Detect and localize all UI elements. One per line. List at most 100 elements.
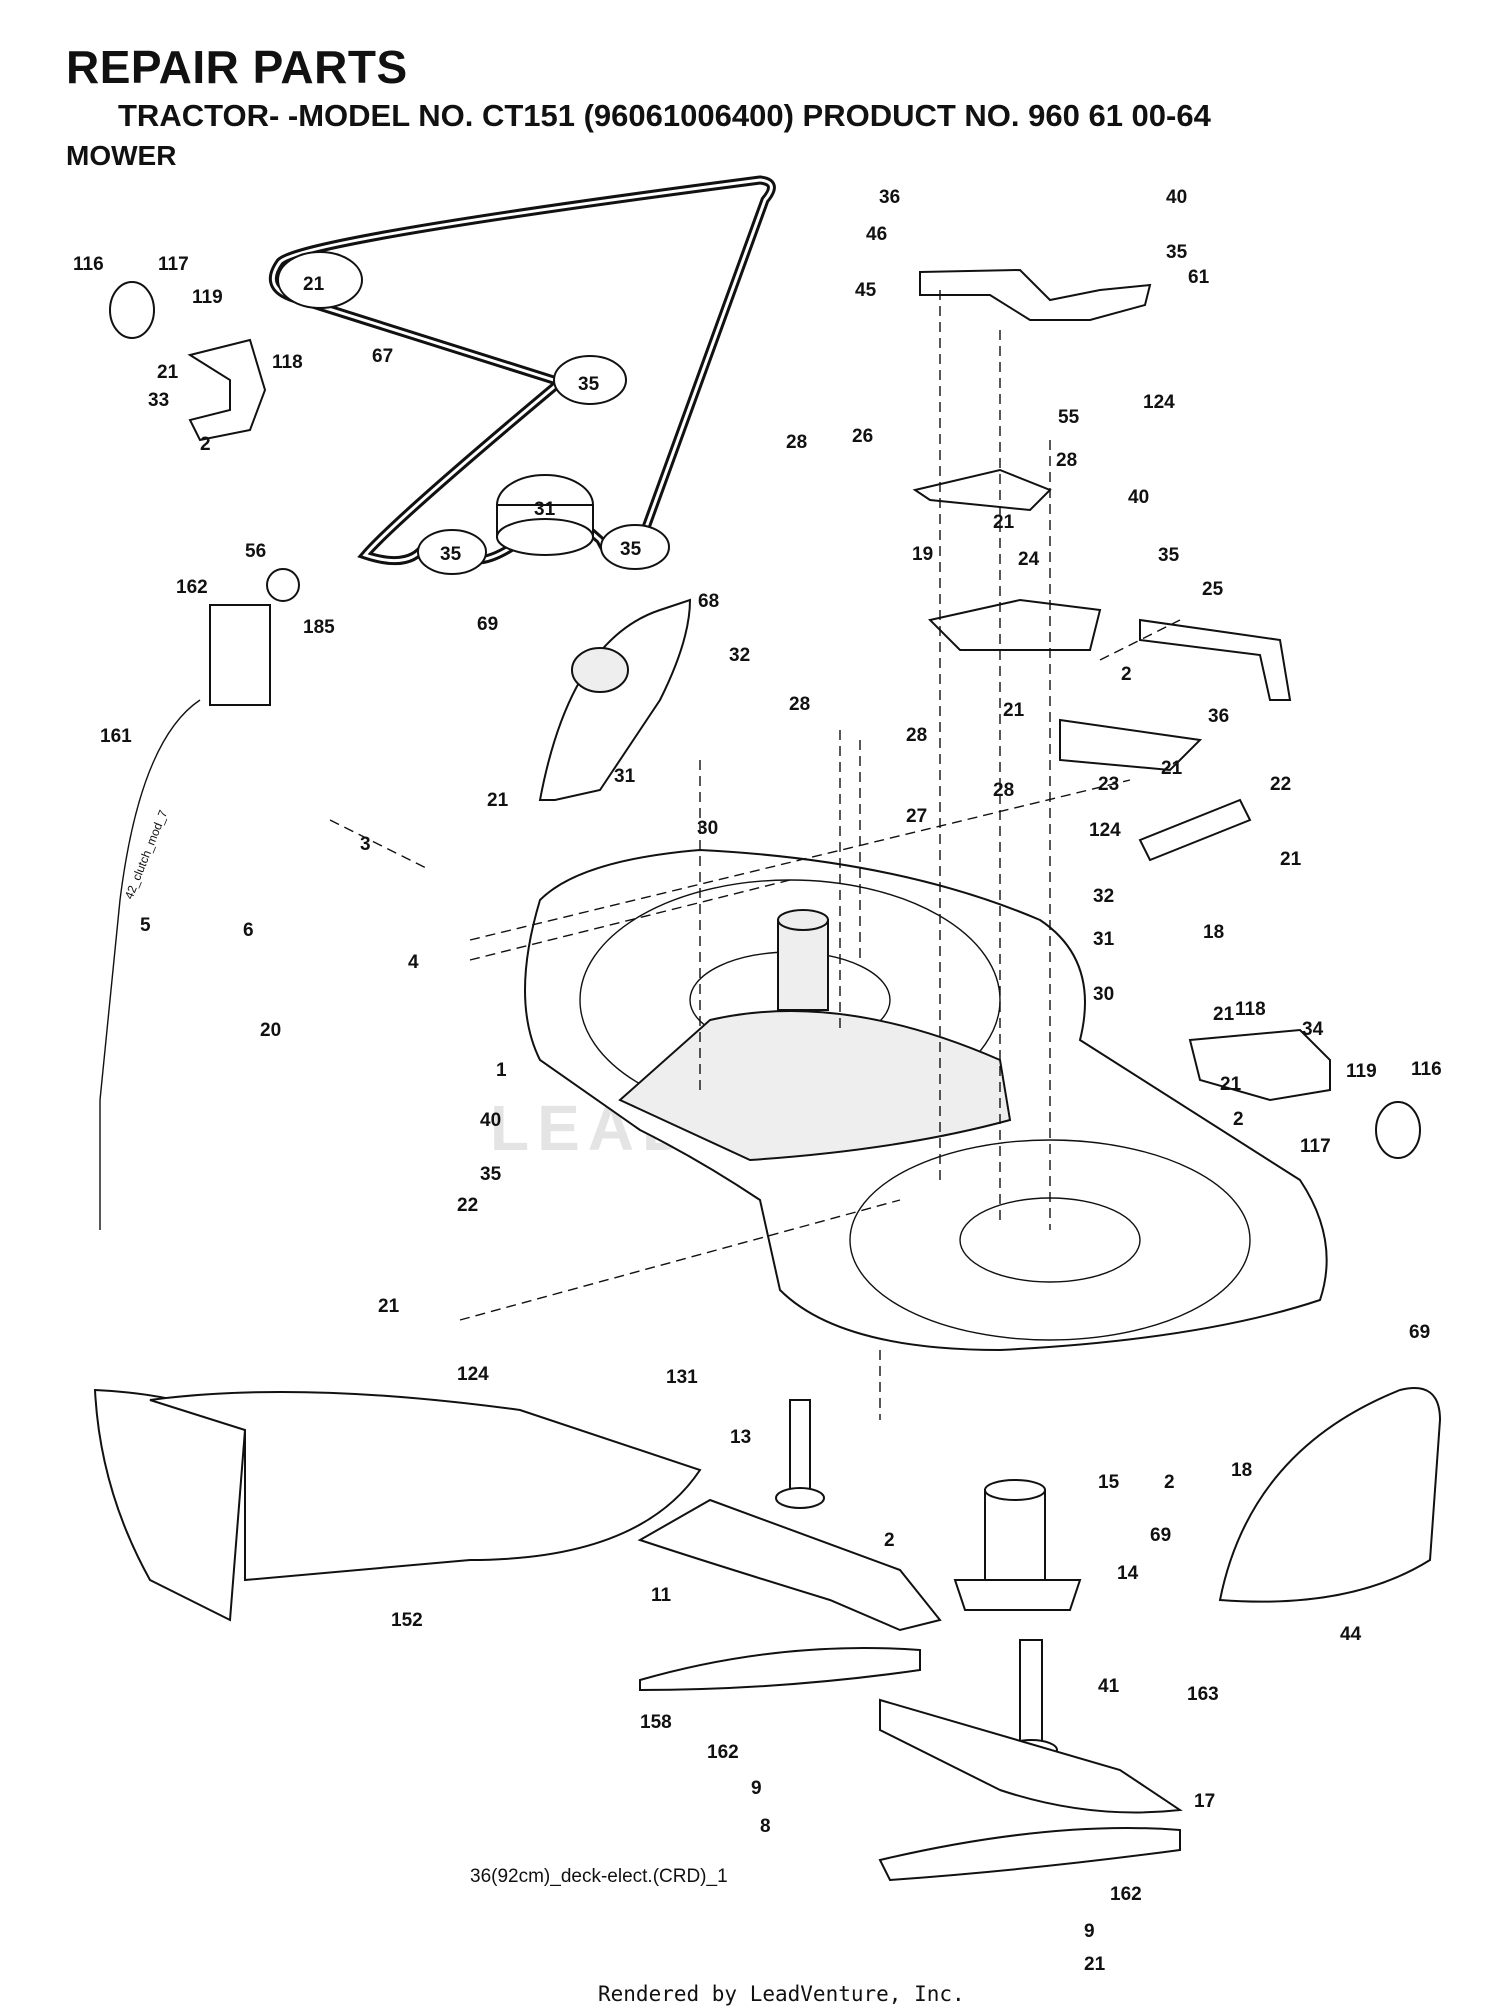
callout-2-e: 2 (884, 1530, 895, 1551)
callout-119-right: 119 (1346, 1061, 1377, 1082)
callout-61: 55 (1058, 407, 1080, 428)
callout-13: 13 (730, 1427, 751, 1448)
callout-9-a: 9 (751, 1778, 762, 1799)
assembly-lines (329, 290, 1181, 1420)
left-cover-44 (538, 598, 692, 801)
callout-44: 68 (698, 591, 719, 612)
callout-30-e: 28 (993, 780, 1014, 801)
callout-21-a: 21 (157, 362, 179, 383)
callout-45: 44 (1340, 1624, 1362, 1645)
callout-55: 45 (855, 280, 877, 301)
discharge-chute-131 (93, 1388, 702, 1622)
callout-36-c: 35 (480, 1164, 502, 1185)
callout-40-a: 36 (879, 187, 900, 208)
callout-16: 17 (1194, 1791, 1215, 1812)
callout-46-a: 69 (477, 614, 498, 635)
callout-40-b: 36 (1208, 706, 1229, 727)
blade-assembly-right (878, 1639, 1183, 1882)
callout-56: 46 (866, 224, 887, 245)
callout-118-right: 118 (1235, 999, 1266, 1020)
callout-21-c: 21 (993, 512, 1015, 533)
callout-41-a: 40 (1166, 187, 1187, 208)
callout-2-b: 2 (1121, 664, 1132, 685)
cable-label: 42_clutch_mod_7 (122, 808, 171, 901)
callout-124-c: 124 (457, 1364, 489, 1385)
switch-box-185 (209, 604, 271, 706)
callout-28: 27 (906, 806, 927, 827)
callout-21-f: 21 (1280, 849, 1302, 870)
belt-pulleys (277, 251, 670, 575)
callout-162-b: 162 (1110, 1884, 1142, 1905)
callout-21-i: 21 (378, 1296, 400, 1317)
drawing-id: 36(92cm)_deck-elect.(CRD)_1 (470, 1866, 728, 1887)
callout-30-d: 28 (1056, 450, 1077, 471)
callout-2-d: 2 (1164, 1472, 1175, 1493)
callout-32-a: 31 (614, 766, 636, 787)
callout-124-a: 124 (1143, 392, 1175, 413)
callout-36-a: 35 (1166, 242, 1188, 263)
callout-belt-pulley-36c: 35 (620, 539, 642, 560)
ball-67 (266, 568, 300, 602)
callout-33-b: 32 (1093, 886, 1114, 907)
callout-185: 185 (303, 617, 335, 638)
caster-left (109, 281, 267, 442)
page-title: REPAIR PARTS (66, 41, 408, 93)
callout-33-a: 32 (729, 645, 750, 666)
callout-118-left: 118 (272, 352, 303, 373)
callout-67: 56 (245, 541, 266, 562)
callout-124-b: 124 (1089, 820, 1121, 841)
callout-116-right: 116 (1411, 1059, 1442, 1080)
callout-117-right: 117 (1300, 1136, 1331, 1157)
callout-26: 25 (1202, 579, 1224, 600)
callout-4: 4 (408, 952, 419, 973)
callout-21-d: 21 (1003, 700, 1025, 721)
callout-numbers: 21 35 31 35 35 67 116 117 119 118 21 33 … (73, 187, 1442, 1975)
callout-21-b: 21 (487, 790, 509, 811)
callout-24: 24 (1018, 549, 1040, 570)
callout-117-left: 117 (158, 254, 189, 275)
callout-18-a: 18 (1203, 922, 1224, 943)
callout-163: 163 (1187, 1684, 1219, 1705)
callout-2-c: 2 (1233, 1109, 1244, 1130)
clutch-cable-152 (99, 699, 201, 1230)
callout-41-b: 40 (1128, 487, 1149, 508)
callout-20: 21 (1084, 1954, 1106, 1975)
callout-3: 3 (360, 834, 371, 855)
callout-18-b: 18 (1231, 1460, 1252, 1481)
callout-30-b: 28 (906, 725, 927, 746)
right-cover-45 (1218, 1387, 1442, 1603)
callout-21-h: 21 (1220, 1074, 1242, 1095)
callout-2-a: 2 (200, 434, 211, 455)
section-title: MOWER (66, 140, 177, 171)
callout-131: 152 (391, 1610, 423, 1631)
callout-46-b: 69 (1409, 1322, 1430, 1343)
credit-line: Rendered by LeadVenture, Inc. (598, 1982, 965, 2006)
upper-brackets (912, 268, 1292, 862)
callout-23: 23 (1098, 774, 1119, 795)
callout-15: 15 (1098, 1472, 1120, 1493)
callout-belt-pulley-32: 21 (303, 274, 325, 295)
callout-34: 33 (148, 390, 169, 411)
callout-41-c: 40 (480, 1110, 501, 1131)
callout-130: 131 (666, 1367, 698, 1388)
callout-belt-pulley-36: 35 (578, 374, 600, 395)
callout-21-g: 21 (1213, 1004, 1235, 1025)
callout-36-b: 35 (1158, 545, 1180, 566)
callout-30-c: 28 (786, 432, 807, 453)
spindle-housing-14 (953, 1479, 1082, 1611)
callout-14: 14 (1117, 1563, 1139, 1584)
callout-31-a: 30 (697, 818, 718, 839)
caster-right (1188, 1028, 1421, 1159)
callout-68: 67 (372, 346, 393, 367)
callout-152: 161 (100, 726, 132, 747)
callout-162-a: 162 (707, 1742, 739, 1763)
callout-5: 5 (140, 915, 151, 936)
callout-46-c: 69 (1150, 1525, 1171, 1546)
callout-161: 158 (640, 1712, 672, 1733)
callout-belt-pulley-36b: 35 (440, 544, 462, 565)
callout-11: 11 (651, 1585, 672, 1606)
callout-84: 61 (1188, 267, 1210, 288)
callout-32-b: 31 (1093, 929, 1115, 950)
callout-116-left: 116 (73, 254, 104, 275)
